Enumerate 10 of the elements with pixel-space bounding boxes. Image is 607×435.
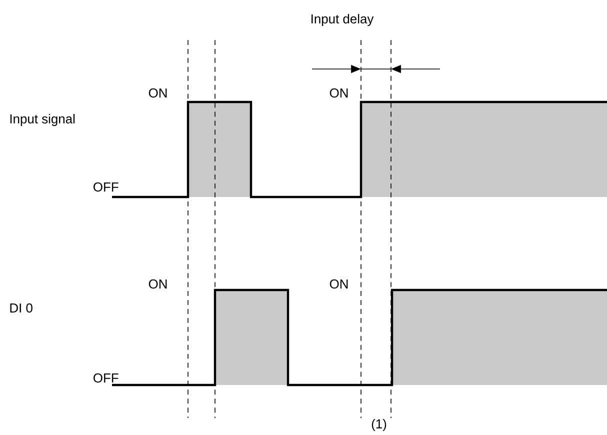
delay-label: Input delay (312, 14, 374, 26)
level-label: ON (148, 88, 167, 98)
level-label: ON (148, 279, 167, 289)
level-label: OFF (94, 373, 118, 383)
level-label: OFF (94, 182, 118, 192)
level-label: ON (330, 88, 348, 98)
callout-number: (1) (372, 418, 386, 432)
signal-name: Input signal (10, 114, 75, 126)
level-label: ON (330, 279, 348, 289)
signal-name: DI 0 (10, 303, 32, 313)
